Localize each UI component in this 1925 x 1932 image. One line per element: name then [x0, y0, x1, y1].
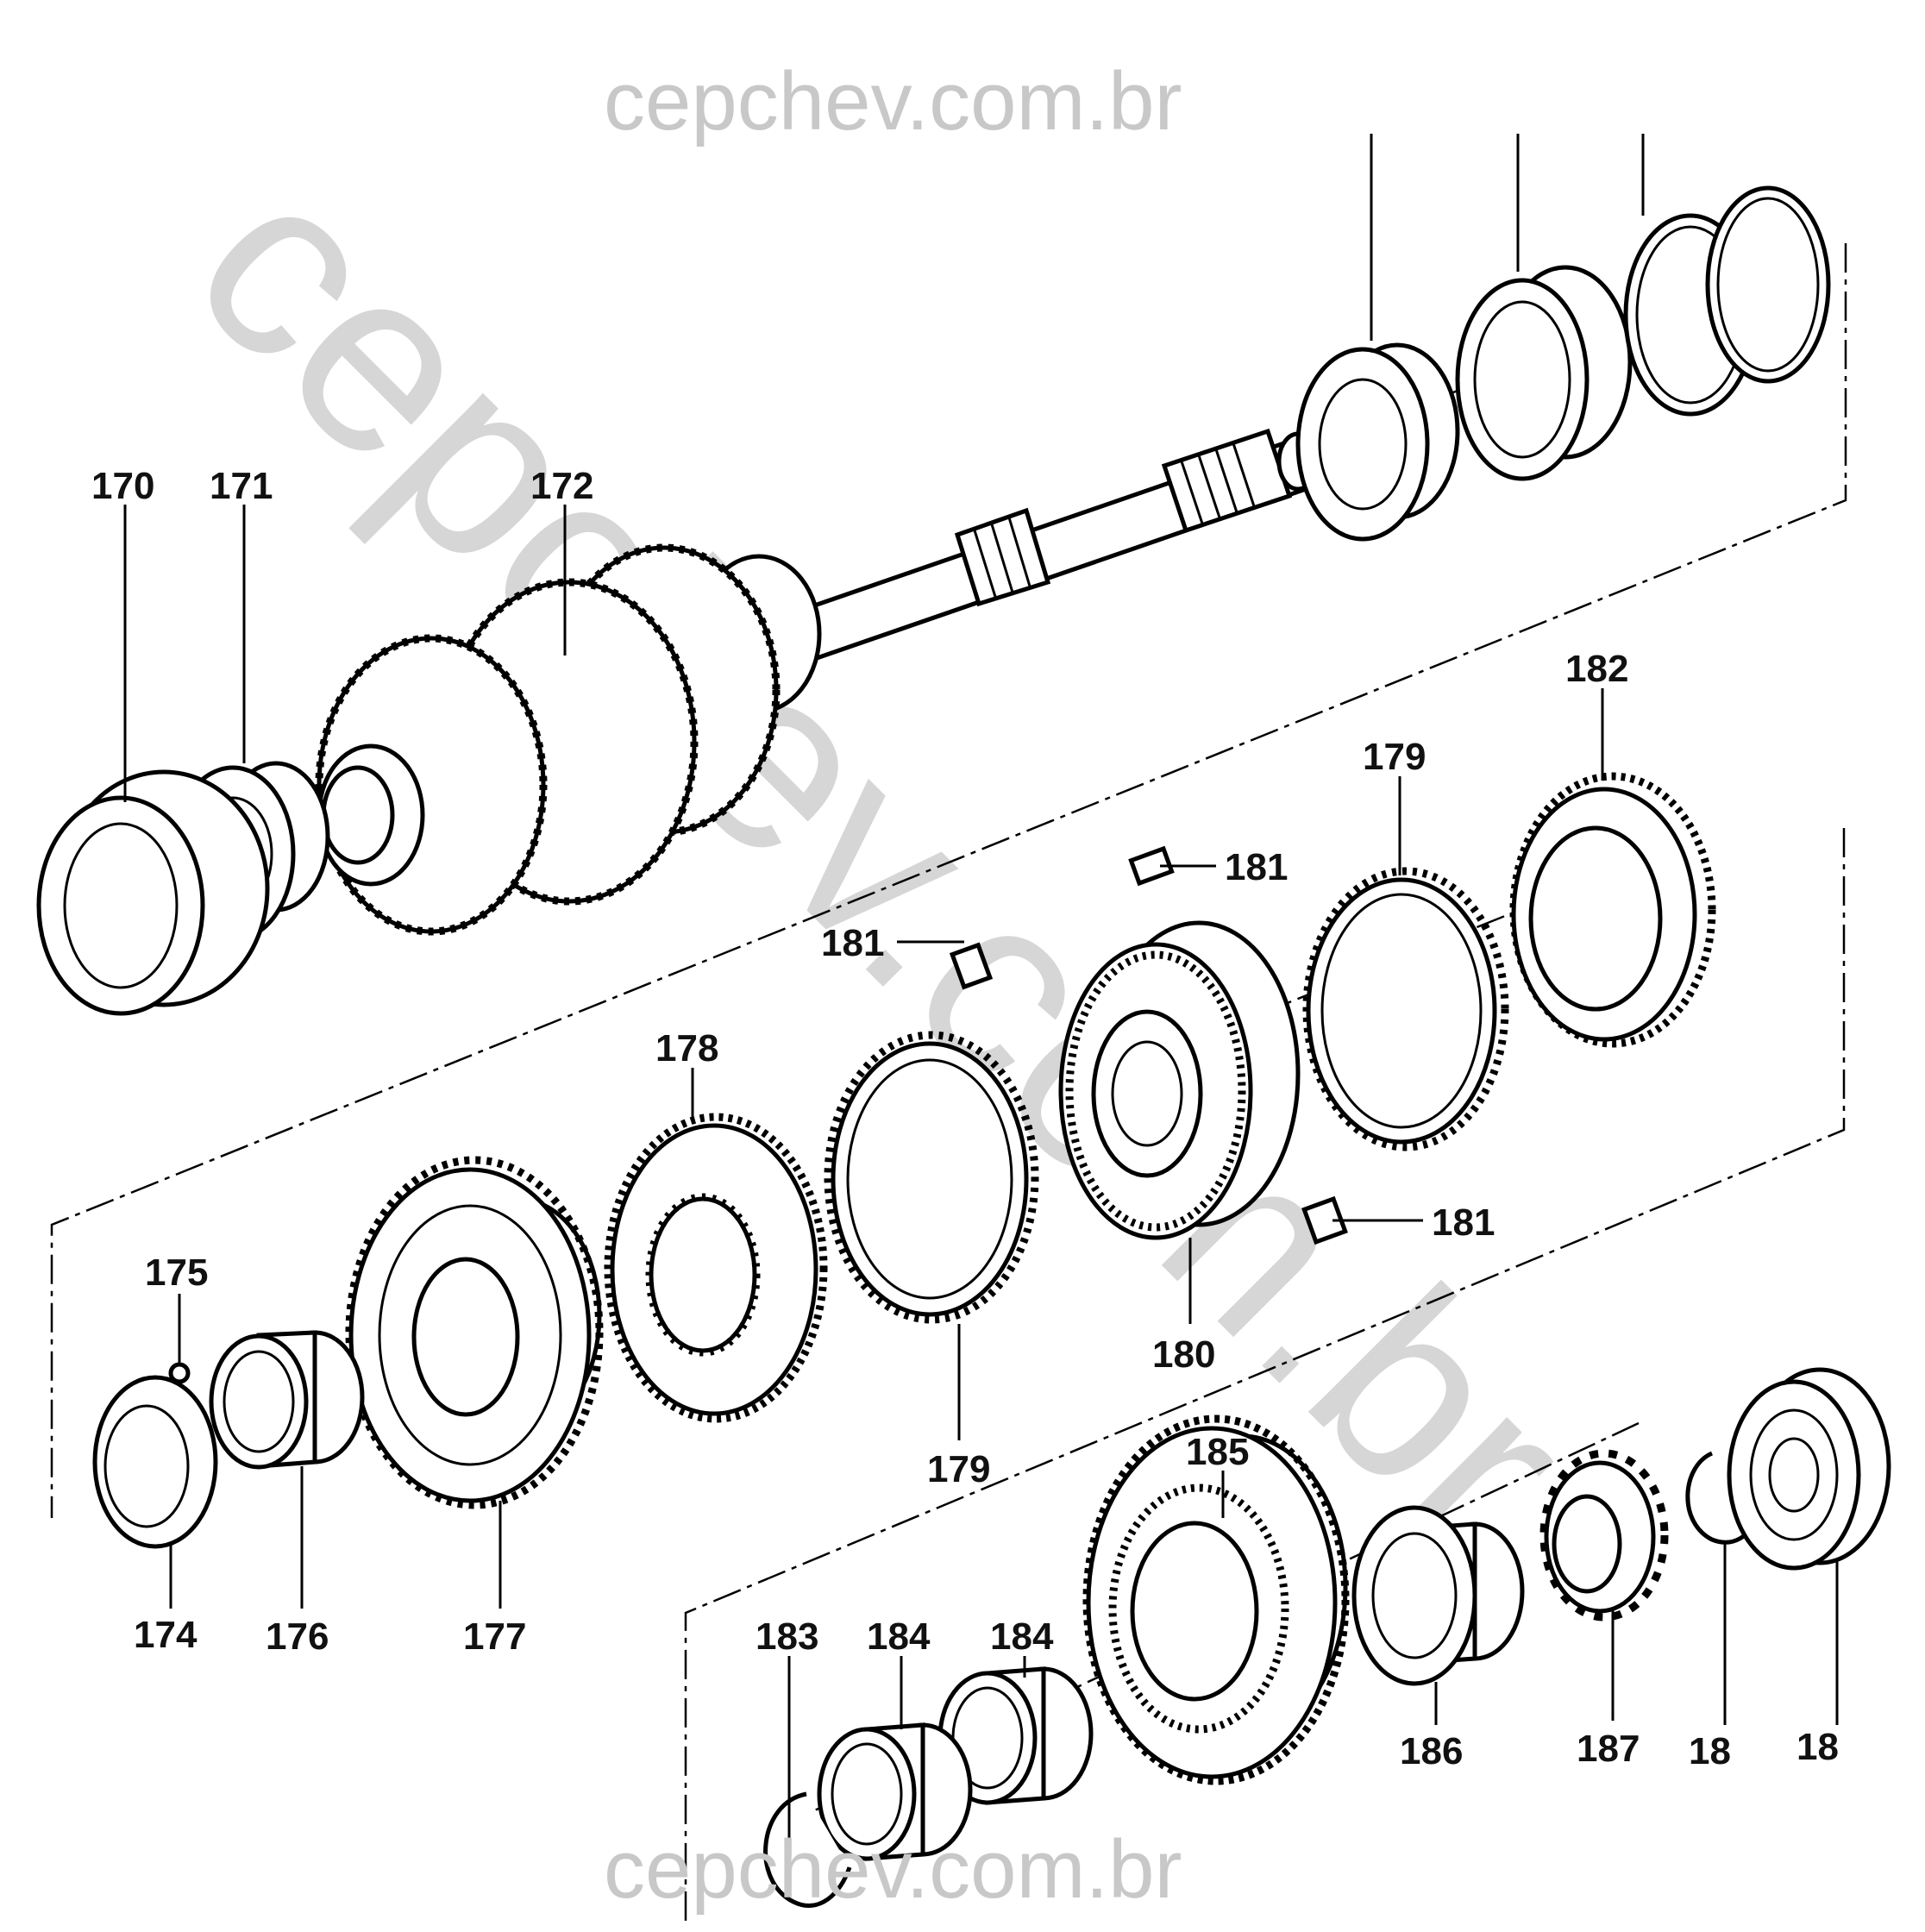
callout-184-right: 184: [990, 1615, 1054, 1658]
thrust-washer-174: [92, 1375, 218, 1549]
sync-key-181-top: [1128, 845, 1175, 887]
bearing-cone-top: [1295, 342, 1460, 542]
gear-185: [1082, 1414, 1350, 1785]
ball-175: [168, 1362, 191, 1384]
callout-186: 186: [1400, 1730, 1463, 1772]
callout-175: 175: [145, 1251, 208, 1294]
frame-middle: [684, 828, 1846, 1923]
callout-180: 180: [1152, 1333, 1215, 1376]
main-shaft: [704, 428, 1320, 693]
pinion-187: [1539, 1449, 1669, 1622]
bearing-189: [1727, 1367, 1891, 1571]
callout-182: 182: [1565, 648, 1628, 690]
callout-189: 18: [1796, 1726, 1839, 1768]
callout-179-upper: 179: [1363, 736, 1426, 778]
callout-177: 177: [463, 1615, 526, 1658]
callout-188: 18: [1689, 1730, 1731, 1772]
blocker-ring-179-lower: [824, 1031, 1039, 1324]
frame-upper: [50, 243, 1847, 1518]
callout-170: 170: [91, 465, 154, 507]
callout-181-top: 181: [1225, 846, 1288, 888]
bearing-cup-170: [36, 769, 270, 1016]
callout-174: 174: [134, 1614, 198, 1656]
sync-key-181-middle: [949, 942, 994, 990]
callout-178: 178: [655, 1027, 718, 1070]
snap-ring-183: [763, 1791, 852, 1908]
gear-177: [345, 1156, 604, 1509]
synchronizer-assembly-180: [1058, 920, 1301, 1240]
sync-key-181-bottom: [1301, 1195, 1348, 1245]
blocker-ring-179-upper: [1302, 867, 1509, 1151]
watermark-bottom: cepchev.com.br: [604, 1823, 1182, 1916]
watermark-top: cepchev.com.br: [604, 55, 1182, 147]
leader-lines: [123, 505, 1839, 1876]
callout-183: 183: [756, 1615, 818, 1658]
friction-disc-178: [604, 1113, 828, 1423]
callout-171: 171: [210, 465, 273, 507]
cluster-gear: [315, 543, 822, 936]
callout-181-bottom: 181: [1432, 1201, 1495, 1244]
callout-176: 176: [266, 1615, 329, 1658]
sleeve-176: [209, 1330, 365, 1470]
callout-172: 172: [530, 465, 593, 507]
callout-179-lower: 179: [927, 1448, 990, 1490]
callout-187: 187: [1577, 1728, 1640, 1770]
shim-ring-2: [1705, 185, 1831, 384]
clutch-gear-182: [1509, 772, 1716, 1048]
callout-184-left: 184: [867, 1615, 931, 1658]
bushing-184-left: [817, 1722, 973, 1861]
flanged-sleeve-186: [1351, 1505, 1525, 1686]
callout-185: 185: [1186, 1431, 1249, 1473]
bearing-cup-top: [1455, 265, 1633, 481]
callout-181-middle: 181: [821, 922, 884, 964]
